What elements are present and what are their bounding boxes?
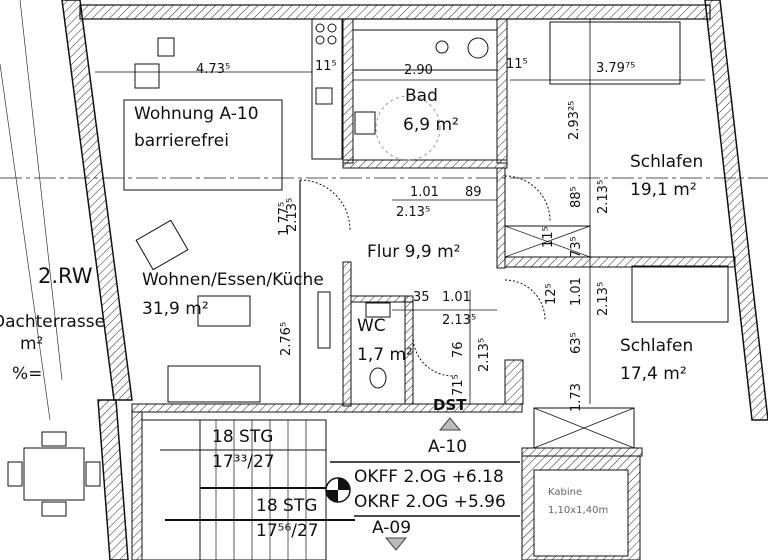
dim-label: 35 bbox=[413, 290, 430, 305]
exterior-wall-right bbox=[704, 0, 768, 421]
wc-toilet bbox=[369, 367, 387, 389]
armchair bbox=[135, 219, 189, 271]
okff-label: OKFF 2.OG +6.18 bbox=[354, 467, 504, 487]
bedroom1-area: 19,1 m² bbox=[630, 180, 697, 200]
dim-label: 2.13⁵ bbox=[442, 313, 477, 328]
bedroom2-name: Schlafen bbox=[620, 336, 694, 356]
terrace-table bbox=[23, 447, 85, 501]
bath-wall-right bbox=[496, 18, 508, 164]
dim-label: 2.13⁵ bbox=[596, 179, 611, 214]
dim-label: 88⁵ bbox=[569, 186, 584, 208]
dim-label: 11⁵ bbox=[315, 59, 337, 74]
unit-arrow-down bbox=[384, 537, 408, 551]
dim-label: 89 bbox=[465, 185, 482, 200]
dim-label: 2.13⁵ bbox=[285, 197, 300, 232]
hall-wall-right bbox=[496, 167, 506, 269]
wc-wall bbox=[350, 295, 414, 303]
bath-name: Bad bbox=[405, 86, 438, 106]
living-wall-bottom bbox=[131, 403, 523, 413]
wc-name: WC bbox=[357, 316, 386, 336]
exterior-wall-left-lower bbox=[97, 399, 129, 560]
kabine-label: Kabine bbox=[548, 487, 583, 498]
dim-label: 2.93²⁵ bbox=[567, 100, 582, 140]
bath-wall-left bbox=[342, 18, 354, 164]
bedroom-divider bbox=[504, 256, 736, 268]
exterior-wall-left bbox=[61, 0, 133, 401]
dim-label: 11⁵ bbox=[541, 226, 556, 248]
dim-label: 1.01 bbox=[442, 290, 471, 305]
bath-shower bbox=[352, 29, 498, 71]
dim-label: 12⁵ bbox=[544, 283, 559, 305]
bedroom2-area: 17,4 m² bbox=[620, 364, 687, 384]
bath-toilet bbox=[435, 40, 449, 54]
dim-label: 71⁵ bbox=[451, 374, 466, 396]
terrace-name: Dachterrasse bbox=[0, 312, 106, 332]
terrace-area: m² bbox=[20, 334, 44, 354]
bath-turning-circle bbox=[375, 95, 441, 161]
wc-wall-right bbox=[404, 295, 414, 405]
dim-label: 2.76⁵ bbox=[279, 321, 294, 356]
dim-label: 4.73⁵ bbox=[196, 62, 231, 77]
stair2-ratio: 17⁵⁶/27 bbox=[256, 521, 319, 541]
stair1-count: 18 STG bbox=[212, 427, 274, 447]
dim-label: 3.79⁷⁵ bbox=[596, 61, 636, 76]
bed-2 bbox=[631, 265, 729, 323]
dim-label: 1.73 bbox=[569, 383, 584, 412]
kabine-size: 1,10x1,40m bbox=[548, 505, 609, 516]
dining-table bbox=[123, 99, 283, 191]
bed-1 bbox=[549, 21, 681, 85]
dim-label: 63⁵ bbox=[569, 332, 584, 354]
dim-label: 76 bbox=[451, 341, 466, 358]
dim-label: 2.13⁵ bbox=[477, 337, 492, 372]
dim-label: 2.90 bbox=[404, 63, 433, 78]
top-wall bbox=[79, 4, 711, 20]
dim-label: 2.13⁵ bbox=[596, 281, 611, 316]
living-name: Wohnen/Essen/Küche bbox=[142, 270, 324, 290]
wc-area: 1,7 m² bbox=[357, 345, 413, 365]
coffee-table bbox=[197, 295, 251, 327]
dim-label: 73⁵ bbox=[569, 236, 584, 258]
stair1-ratio: 17³³/27 bbox=[212, 452, 275, 472]
living-wall-right bbox=[342, 261, 352, 407]
okrf-label: OKRF 2.OG +5.96 bbox=[354, 492, 506, 512]
stair2-count: 18 STG bbox=[256, 496, 318, 516]
unit-arrow-up bbox=[438, 417, 462, 431]
bath-wall-bottom bbox=[342, 159, 508, 169]
unit-a09-label: A-09 bbox=[372, 518, 412, 538]
dim-label: 2.13⁵ bbox=[396, 205, 431, 220]
living-area: 31,9 m² bbox=[142, 299, 209, 319]
bedroom-wall-bottom bbox=[521, 447, 643, 457]
kitchen-counter bbox=[311, 18, 343, 160]
bath-washer bbox=[467, 37, 489, 59]
bath-area: 6,9 m² bbox=[403, 115, 459, 135]
unit-a10-label: A-10 bbox=[428, 437, 468, 457]
dst-label: DST bbox=[433, 396, 467, 414]
stair-core-wall bbox=[131, 411, 143, 560]
dim-label: 1.01 bbox=[410, 185, 439, 200]
tv-unit bbox=[317, 291, 331, 349]
terrace-pct: %= bbox=[12, 364, 43, 384]
dim-label: 1.01 bbox=[569, 277, 584, 306]
apartment-title: Wohnung A-10 bbox=[134, 104, 259, 124]
sofa bbox=[167, 365, 261, 403]
bath-sink bbox=[354, 111, 376, 135]
dim-label: 11⁵ bbox=[506, 57, 528, 72]
rw-label: 2.RW bbox=[38, 264, 93, 288]
elevator-cabin bbox=[533, 469, 629, 557]
apartment-subtitle: barrierefrei bbox=[134, 131, 229, 151]
hall-name: Flur 9,9 m² bbox=[367, 242, 461, 262]
bedroom1-name: Schlafen bbox=[630, 152, 704, 172]
